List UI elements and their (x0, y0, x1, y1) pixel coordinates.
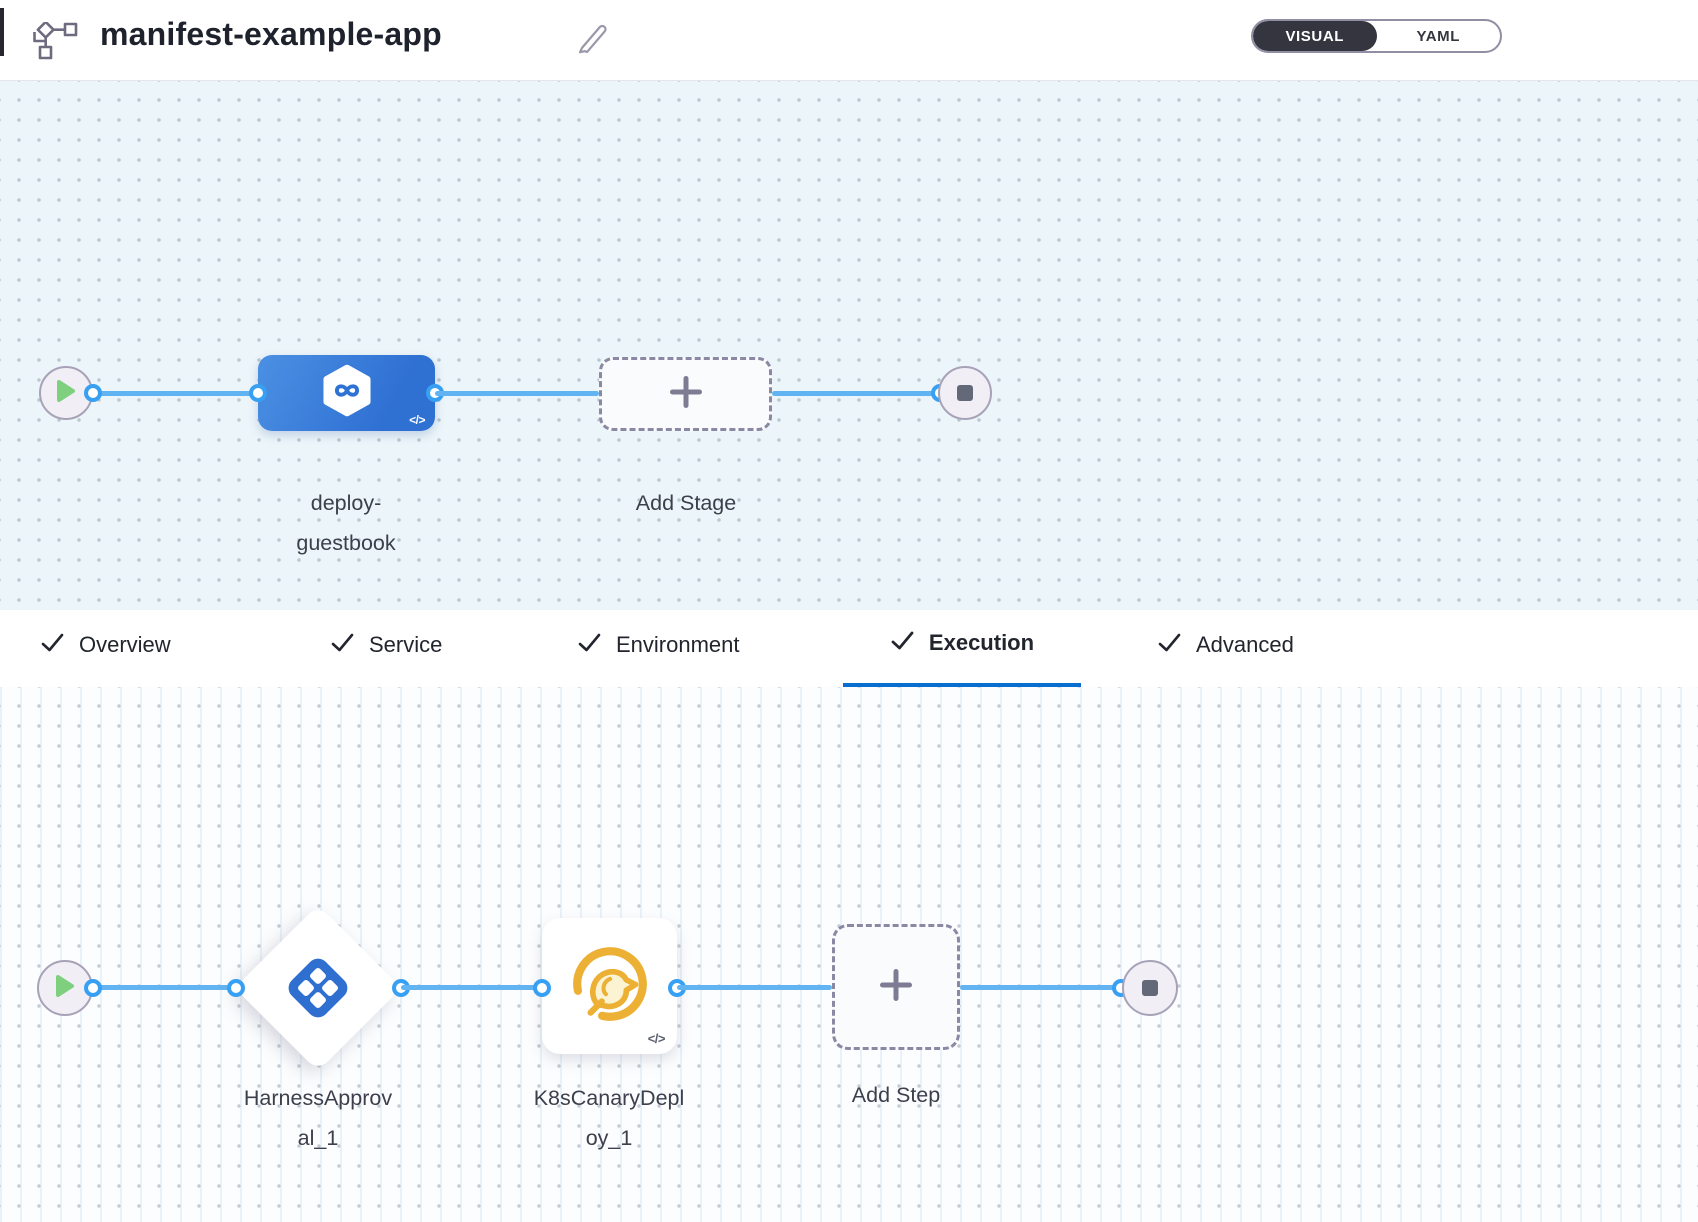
canary-step-label-line: K8sCanaryDepl (533, 1086, 685, 1110)
tab-environment[interactable]: Environment (577, 610, 740, 687)
toggle-yaml[interactable]: YAML (1416, 27, 1461, 45)
connector-point (249, 384, 267, 402)
pipeline-graph-icon (32, 20, 78, 65)
add-step-button[interactable] (832, 924, 960, 1050)
check-icon (40, 630, 65, 660)
code-badge: </> (409, 413, 425, 427)
stop-icon (957, 385, 973, 401)
code-badge: </> (647, 1031, 666, 1046)
stage-label-line: guestbook (296, 531, 396, 555)
check-icon (890, 628, 915, 658)
add-stage-button[interactable] (599, 357, 772, 431)
play-icon (55, 974, 75, 1003)
edit-pencil-icon[interactable] (578, 22, 608, 61)
connector-line (677, 985, 832, 990)
tab-label: Service (369, 632, 443, 657)
play-icon (56, 379, 76, 408)
approval-step-label-line: HarnessApprov (243, 1086, 393, 1110)
toggle-visual[interactable]: VISUAL (1253, 21, 1377, 51)
check-icon (1157, 630, 1182, 660)
connector-line (93, 391, 258, 396)
check-icon (577, 630, 602, 660)
stage-label-line: deploy- (310, 491, 382, 515)
execution-end-node[interactable] (1122, 960, 1178, 1016)
pipeline-end-node[interactable] (938, 366, 992, 420)
execution-canvas[interactable]: </> HarnessApprov al_1 K8sCanaryDepl oy_… (0, 687, 1698, 1222)
window-edge (0, 8, 4, 56)
connector-point (533, 979, 551, 997)
connector-line (772, 391, 940, 396)
approval-step-label[interactable]: HarnessApprov al_1 (198, 1078, 438, 1158)
connector-line (93, 985, 236, 990)
stage-canvas[interactable]: </> deploy- guestbook Add Stage (0, 81, 1698, 610)
approval-step-label-line: al_1 (297, 1126, 339, 1150)
deployment-stage-icon (319, 363, 375, 424)
canary-step-label-line: oy_1 (585, 1126, 633, 1150)
check-icon (330, 630, 355, 660)
canary-deploy-icon (567, 941, 653, 1032)
add-stage-label[interactable]: Add Stage (635, 491, 737, 515)
connector-line (435, 391, 599, 396)
connector-line (401, 985, 543, 990)
connector-line (960, 985, 1121, 990)
view-mode-toggle: VISUAL YAML (1251, 19, 1502, 53)
page-title: manifest-example-app (100, 16, 442, 52)
header: manifest-example-app VISUAL YAML (0, 0, 1698, 81)
connector-point (227, 979, 245, 997)
plus-icon (666, 372, 706, 417)
connector-point (84, 979, 102, 997)
canary-step-label[interactable]: K8sCanaryDepl oy_1 (489, 1078, 729, 1158)
tab-advanced[interactable]: Advanced (1157, 610, 1294, 687)
tab-label: Environment (616, 632, 740, 657)
connector-point (84, 384, 102, 402)
add-step-label[interactable]: Add Step (851, 1083, 941, 1107)
tab-execution[interactable]: Execution (843, 610, 1081, 687)
tab-label: Overview (79, 632, 171, 657)
stop-icon (1142, 980, 1158, 996)
tab-overview[interactable]: Overview (40, 610, 171, 687)
stage-label[interactable]: deploy- guestbook (236, 483, 456, 563)
tab-label: Advanced (1196, 632, 1294, 657)
stage-node-deploy-guestbook[interactable]: </> (258, 355, 435, 431)
tab-label: Execution (928, 630, 1035, 655)
stage-config-tabs: Overview Service Environment Execution A… (0, 610, 1698, 687)
approval-step-icon (286, 956, 350, 1025)
plus-icon (876, 965, 916, 1010)
tab-service[interactable]: Service (330, 610, 442, 687)
step-node-k8s-canary-deploy[interactable]: </> (542, 918, 677, 1054)
